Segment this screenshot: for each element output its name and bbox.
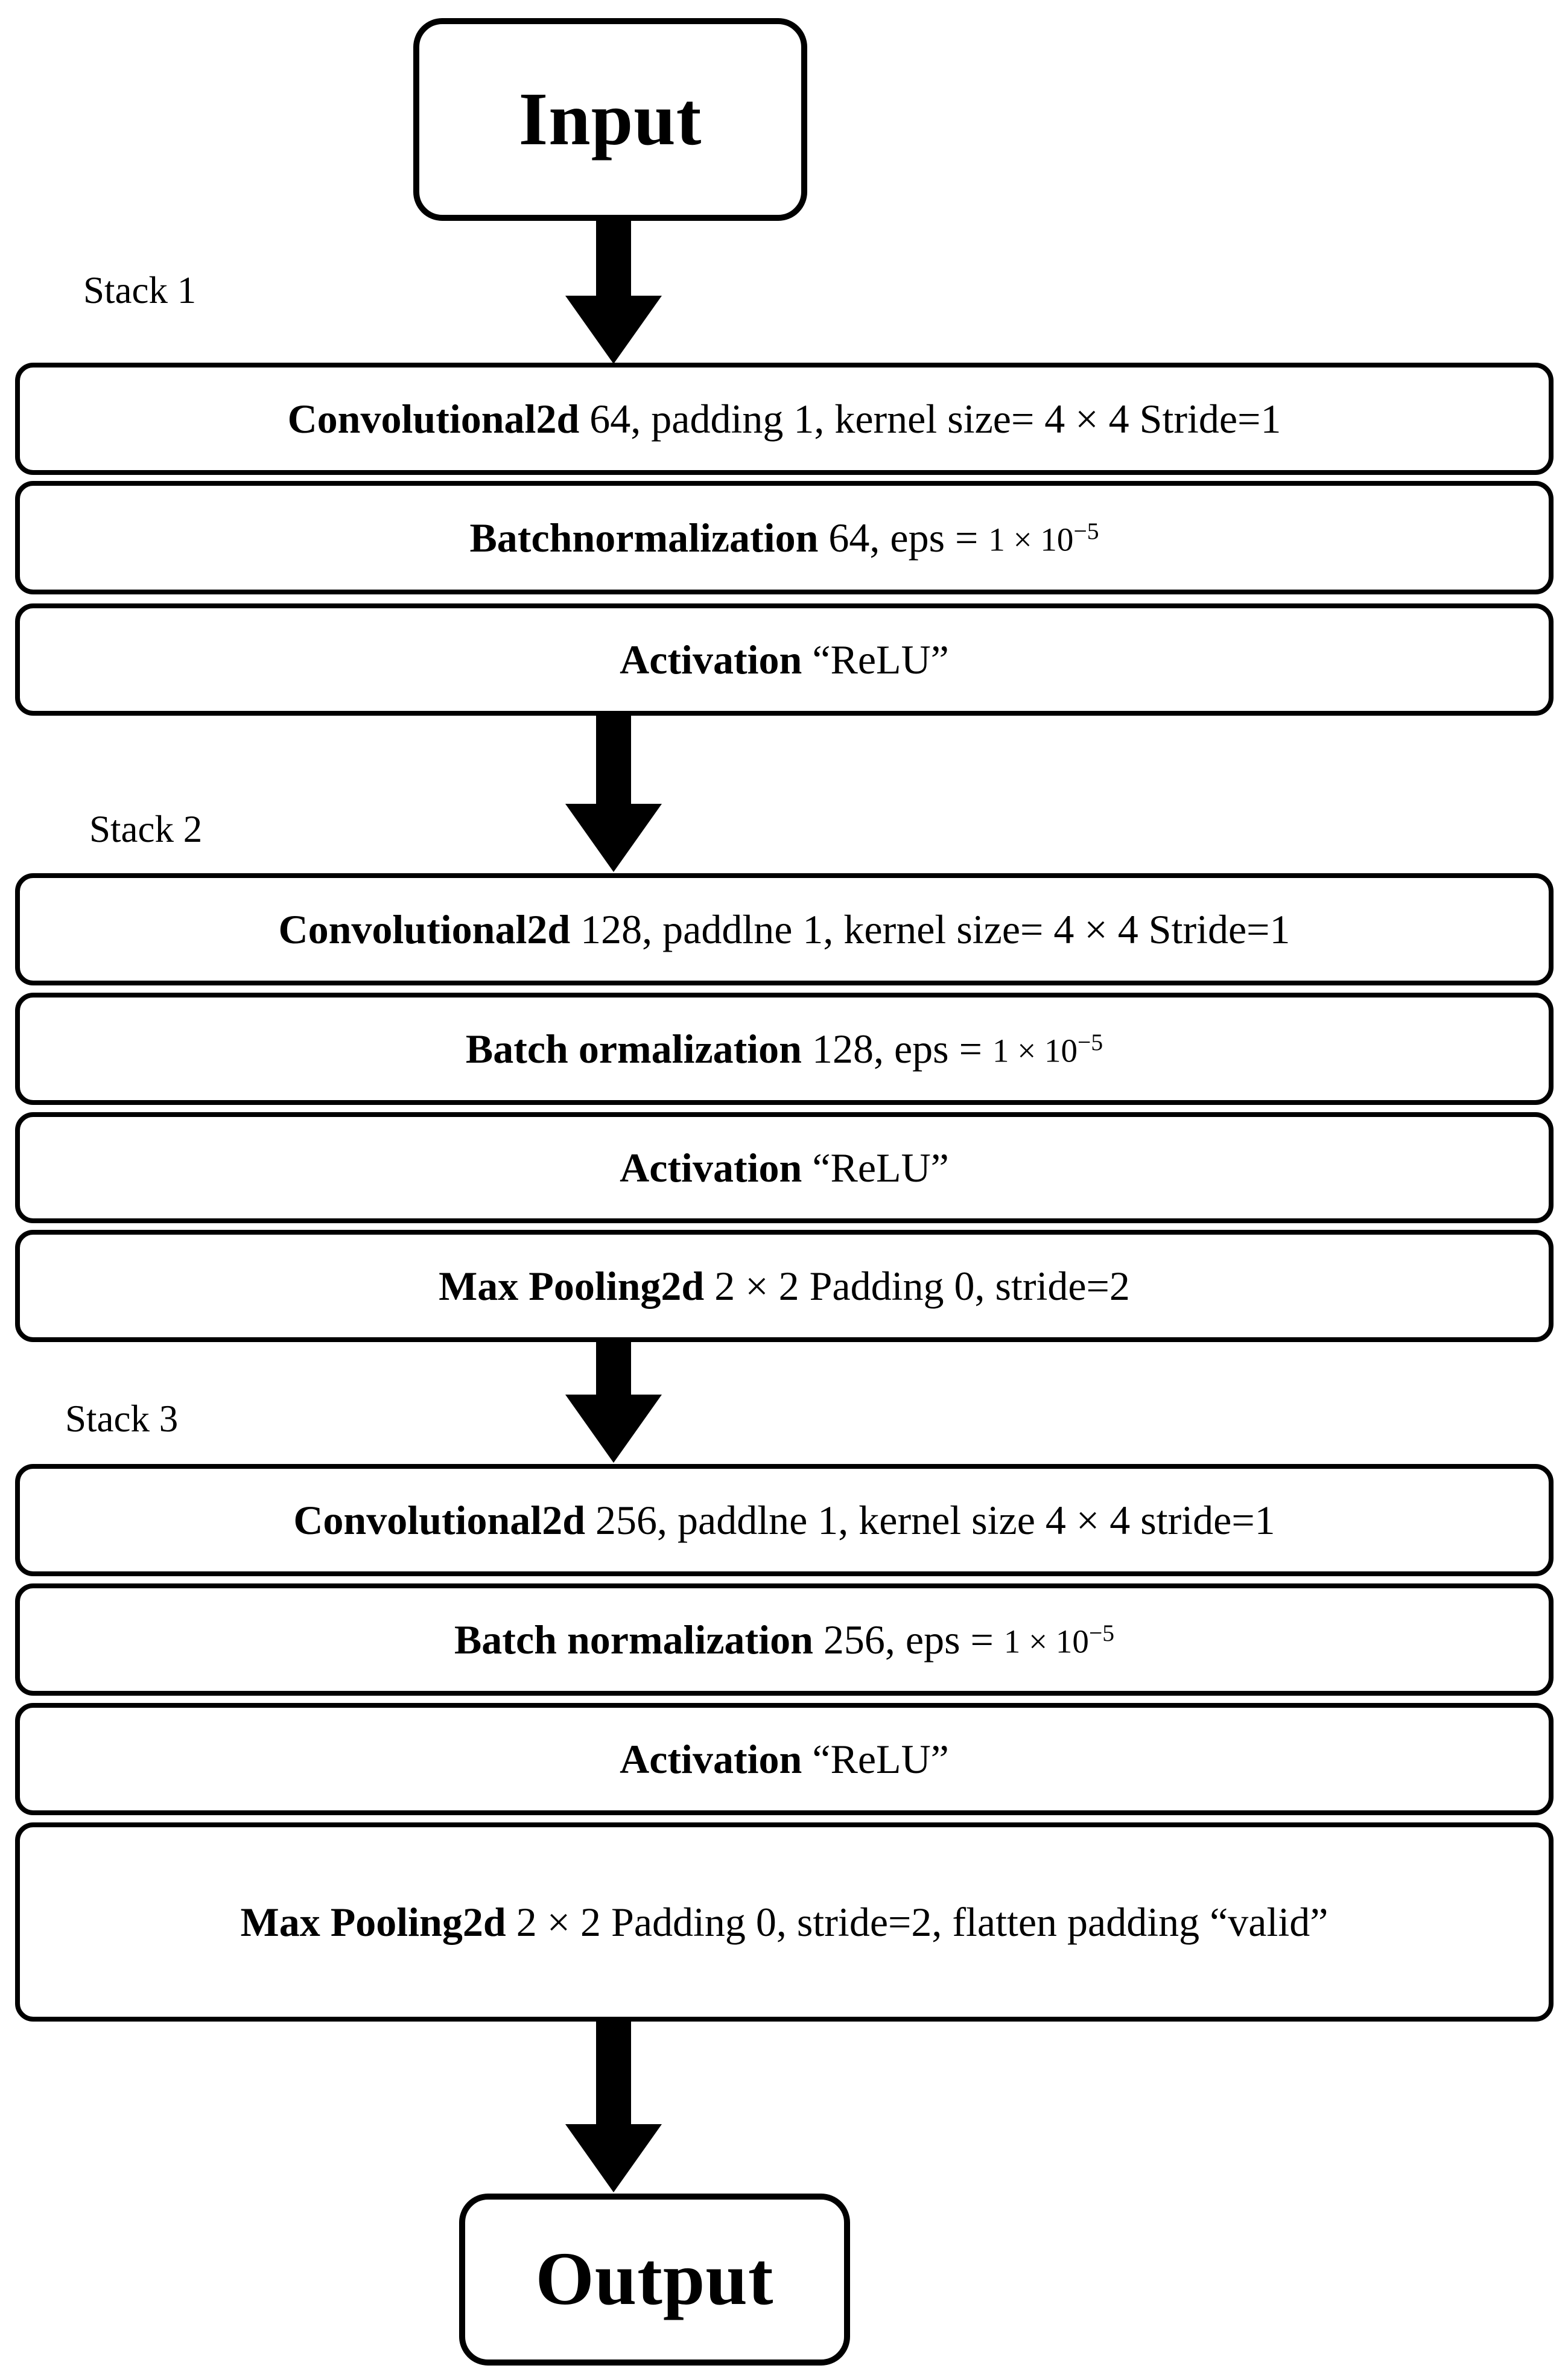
input-node: Input — [413, 18, 807, 221]
layer-box-stack3-maxpool-flatten: Max Pooling2d 2 × 2 Padding 0, stride=2,… — [15, 1822, 1554, 2022]
eps-value: 1 × 10−5 — [1004, 1619, 1114, 1660]
layer-name: Activation — [620, 1736, 802, 1782]
layer-name: Batch normalization — [454, 1616, 813, 1663]
layer-name: Batch ormalization — [465, 1025, 802, 1072]
layer-name: Activation — [620, 636, 802, 683]
layer-box-stack1-activation: Activation “ReLU” — [15, 603, 1554, 716]
layer-name: Max Pooling2d — [439, 1262, 705, 1309]
arrow-stem — [596, 1341, 631, 1395]
stack3-label: Stack 3 — [65, 1398, 179, 1440]
eps-base: 1 × 10 — [992, 1032, 1078, 1069]
eps-value: 1 × 10−5 — [988, 517, 1099, 558]
layer-params: 64, eps = — [818, 514, 989, 561]
output-label: Output — [535, 2238, 774, 2321]
arrow-stem — [596, 2020, 631, 2124]
layer-box-stack2-conv2d: Convolutional2d 128, paddlne 1, kernel s… — [15, 873, 1554, 985]
layer-box-stack1-conv2d: Convolutional2d 64, padding 1, kernel si… — [15, 363, 1554, 475]
layer-params: 2 × 2 Padding 0, stride=2, flatten paddi… — [506, 1898, 1328, 1945]
layer-name: Batchnormalization — [469, 514, 819, 561]
eps-exponent: −5 — [1078, 1028, 1103, 1055]
layer-name: Convolutional2d — [287, 395, 580, 442]
eps-base: 1 × 10 — [1003, 1623, 1089, 1660]
layer-name: Activation — [620, 1144, 802, 1191]
layer-box-stack2-maxpool: Max Pooling2d 2 × 2 Padding 0, stride=2 — [15, 1230, 1554, 1342]
arrow-down-icon — [565, 296, 662, 364]
arrow-stem — [596, 216, 631, 297]
input-label: Input — [518, 77, 702, 161]
layer-name: Convolutional2d — [293, 1497, 586, 1543]
layer-params: 256, paddlne 1, kernel size 4 × 4 stride… — [585, 1497, 1275, 1543]
layer-box-stack2-activation: Activation “ReLU” — [15, 1112, 1554, 1223]
layer-params: 2 × 2 Padding 0, stride=2 — [704, 1262, 1130, 1309]
arrow-down-icon — [565, 2124, 662, 2192]
layer-params: 128, paddlne 1, kernel size= 4 × 4 Strid… — [570, 906, 1290, 952]
layer-box-stack1-batchnorm: Batchnormalization 64, eps = 1 × 10−5 — [15, 481, 1554, 594]
stack1-label: Stack 1 — [83, 269, 197, 311]
eps-base: 1 × 10 — [988, 521, 1074, 558]
layer-params: “ReLU” — [802, 1144, 949, 1191]
layer-box-stack3-activation: Activation “ReLU” — [15, 1703, 1554, 1815]
layer-name: Convolutional2d — [278, 906, 571, 952]
stack2-label: Stack 2 — [89, 808, 203, 850]
layer-params: 128, eps = — [802, 1025, 992, 1072]
layer-box-stack3-batchnorm: Batch normalization 256, eps = 1 × 10−5 — [15, 1583, 1554, 1696]
layer-box-stack3-conv2d: Convolutional2d 256, paddlne 1, kernel s… — [15, 1464, 1554, 1576]
layer-params: “ReLU” — [802, 636, 949, 683]
eps-exponent: −5 — [1088, 1619, 1115, 1646]
layer-box-stack2-batchnorm: Batch ormalization 128, eps = 1 × 10−5 — [15, 993, 1554, 1105]
layer-params: 64, padding 1, kernel size= 4 × 4 Stride… — [579, 395, 1281, 442]
eps-exponent: −5 — [1073, 517, 1099, 544]
layer-params: “ReLU” — [802, 1736, 949, 1782]
arrow-down-icon — [565, 804, 662, 872]
arrow-down-icon — [565, 1395, 662, 1463]
eps-value: 1 × 10−5 — [992, 1028, 1103, 1069]
arrow-stem — [596, 714, 631, 804]
layer-name: Max Pooling2d — [240, 1898, 506, 1945]
layer-params: 256, eps = — [813, 1616, 1004, 1663]
output-node: Output — [459, 2194, 850, 2366]
